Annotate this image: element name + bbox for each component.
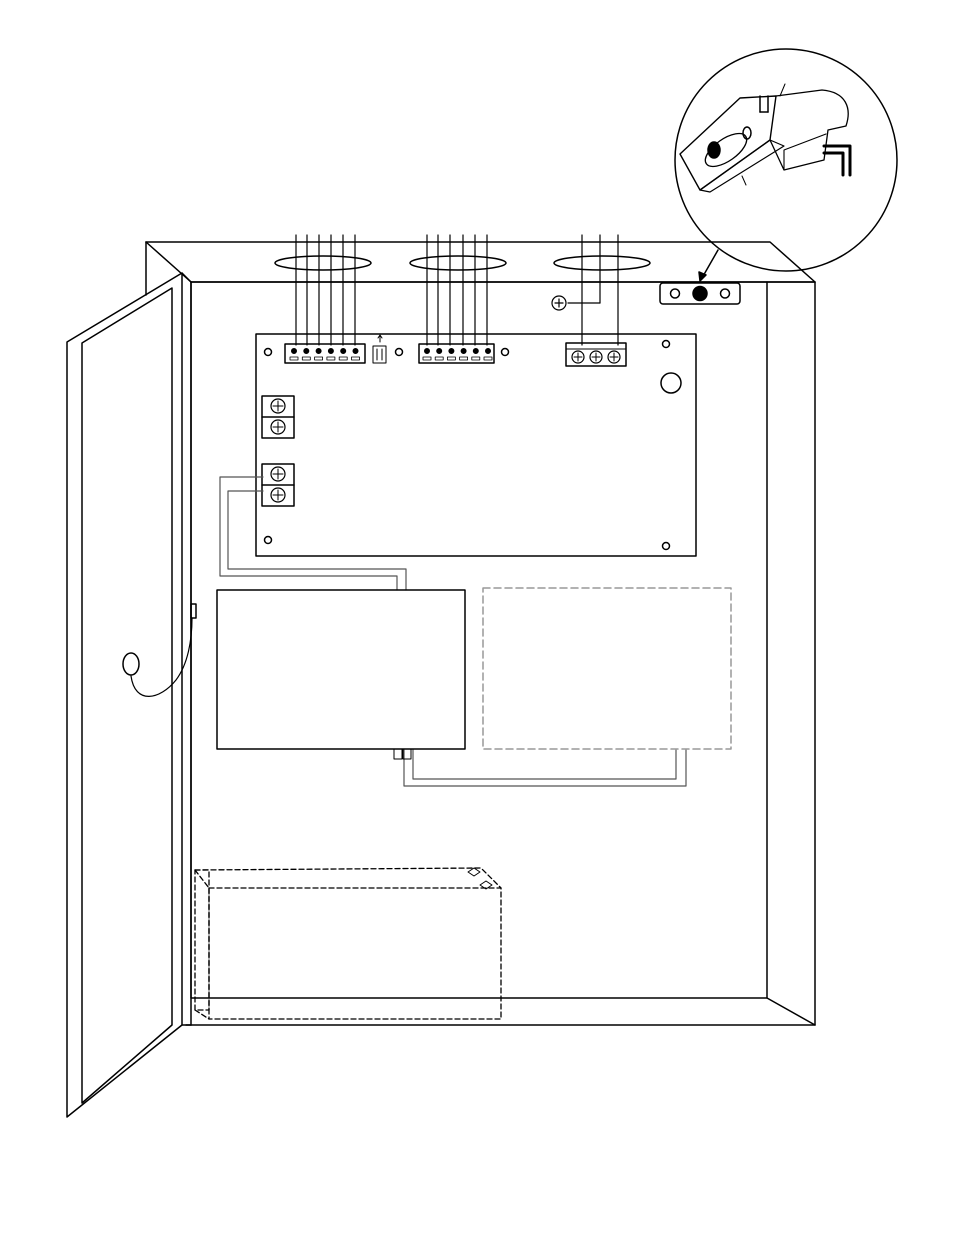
terminal-left-pin: [352, 357, 360, 360]
battery-terminals: [468, 868, 492, 889]
knockout-right: [554, 256, 650, 270]
ground-screw-icon: [552, 296, 566, 310]
terminal-right-pin: [484, 357, 492, 360]
terminal-right-pin: [460, 357, 468, 360]
terminal-right-screw: [449, 348, 454, 353]
terminal-left-pin: [339, 357, 347, 360]
terminal-right-pin: [435, 357, 443, 360]
terminal-right-pin: [472, 357, 480, 360]
knockout-middle: [410, 256, 506, 270]
terminal-left-screw: [328, 348, 333, 353]
transformer-optional: [483, 588, 731, 749]
terminal-right-screw: [461, 348, 466, 353]
terminal-left-pin: [327, 357, 335, 360]
enclosure: [146, 242, 815, 1025]
terminal-right-pin: [447, 357, 455, 360]
terminal-left-screw: [341, 348, 346, 353]
terminal-right-screw: [437, 348, 442, 353]
cam-lock-icon: [123, 653, 139, 675]
power-wiring: [220, 477, 686, 786]
terminal-left-screw: [353, 348, 358, 353]
tamper-detail-callout: [675, 49, 897, 271]
terminal-left-pin: [302, 357, 310, 360]
tamper-switch-icon: [660, 250, 740, 304]
battery-outline: [195, 868, 501, 1019]
transformer-installed: [217, 590, 465, 759]
terminal-left-pin: [290, 357, 298, 360]
field-wiring: [296, 235, 618, 345]
terminal-left-screw: [291, 348, 296, 353]
knockout-left: [275, 256, 371, 270]
terminal-right-pin: [423, 357, 431, 360]
terminal-right-screw: [473, 348, 478, 353]
dip-switch-icon: [373, 335, 386, 363]
terminal-left-pin: [315, 357, 323, 360]
door: [67, 273, 196, 1117]
terminal-right-screw: [485, 348, 490, 353]
door-ground-wire: [131, 618, 192, 696]
terminal-right-screw: [424, 348, 429, 353]
circuit-board: [256, 334, 696, 556]
terminal-left-screw: [316, 348, 321, 353]
terminal-left-screw: [304, 348, 309, 353]
